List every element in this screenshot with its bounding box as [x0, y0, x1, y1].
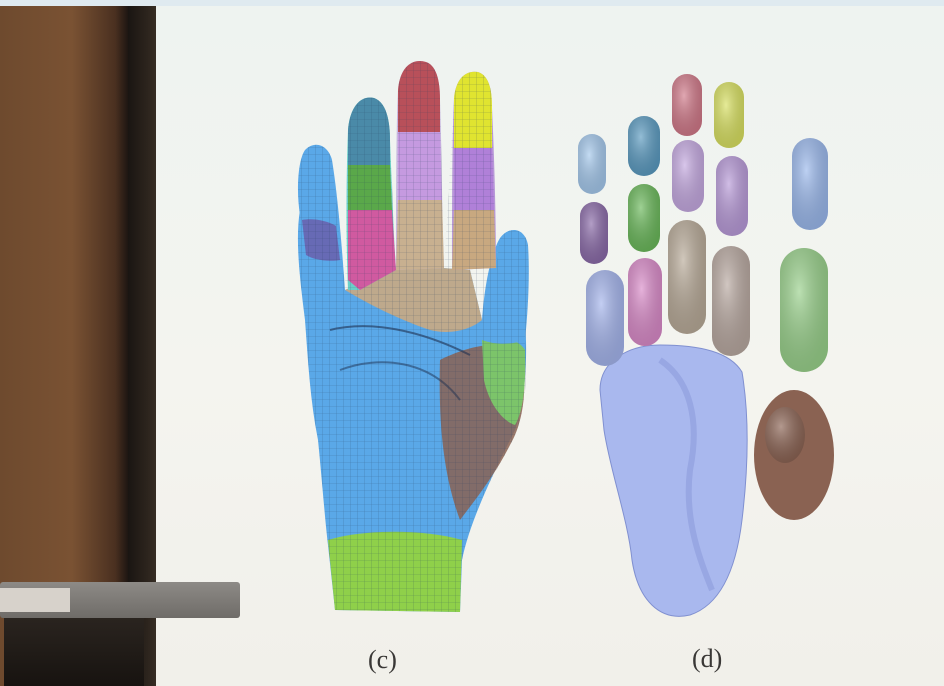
caption-c: (c): [368, 645, 397, 675]
hand-wireframe-mesh: [298, 61, 529, 612]
hand-segments-model: [578, 74, 834, 616]
caption-d: (d): [692, 644, 722, 674]
palm-segment: [600, 345, 747, 616]
hand-mesh-model: [298, 61, 529, 612]
thumb-base-highlight: [765, 407, 805, 463]
